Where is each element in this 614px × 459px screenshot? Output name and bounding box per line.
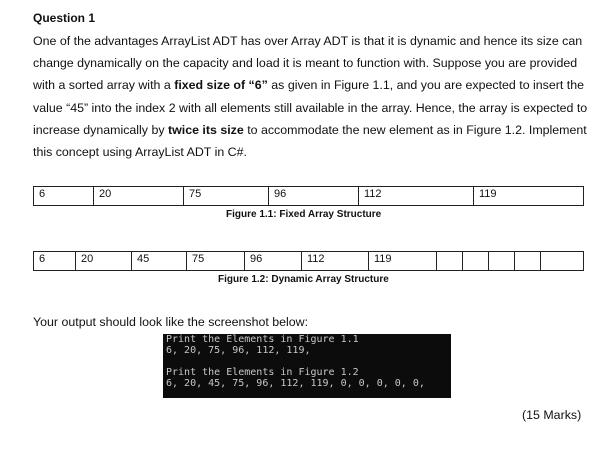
array-cell: 20 xyxy=(75,251,132,271)
question-paragraph: One of the advantages ArrayList ADT has … xyxy=(33,30,593,163)
array-cell xyxy=(462,251,489,271)
array-cell: 112 xyxy=(301,251,369,271)
figure-1-caption: Figure 1.1: Fixed Array Structure xyxy=(226,209,382,220)
array-cell: 119 xyxy=(473,186,584,206)
array-cell: 6 xyxy=(33,251,76,271)
console-line: 6, 20, 45, 75, 96, 112, 119, 0, 0, 0, 0,… xyxy=(166,378,425,389)
output-label: Your output should look like the screens… xyxy=(33,315,309,329)
question-title: Question 1 xyxy=(33,11,96,25)
console-line: Print the Elements in Figure 1.1 xyxy=(166,334,359,345)
marks-label: (15 Marks) xyxy=(522,408,582,422)
array-cell: 75 xyxy=(183,186,269,206)
array-cell: 96 xyxy=(268,186,359,206)
console-line: 6, 20, 75, 96, 112, 119, xyxy=(166,345,311,356)
array-cell: 119 xyxy=(368,251,437,271)
array-cell: 6 xyxy=(33,186,94,206)
dynamic-array-table: 6 20 45 75 96 112 119 xyxy=(33,251,584,271)
array-cell: 96 xyxy=(244,251,302,271)
array-cell xyxy=(488,251,515,271)
array-cell: 45 xyxy=(131,251,187,271)
array-cell xyxy=(540,251,584,271)
array-cell: 112 xyxy=(358,186,474,206)
fixed-array-table: 6 20 75 96 112 119 xyxy=(33,186,584,206)
console-blank-line xyxy=(166,356,451,367)
para-text-3: to accommodate the new element as in Fig… xyxy=(33,122,587,160)
array-cell xyxy=(514,251,541,271)
para-text-1: One of the advantages ArrayList ADT has … xyxy=(33,34,583,93)
para-text-2: as given in Figure 1.1, and you are expe… xyxy=(33,78,588,137)
array-cell: 75 xyxy=(186,251,245,271)
para-bold-twice-size: twice its size xyxy=(167,122,244,137)
array-cell: 20 xyxy=(93,186,184,206)
console-line: Print the Elements in Figure 1.2 xyxy=(166,367,359,378)
para-bold-fixed-size: fixed size of “6” xyxy=(174,78,268,93)
array-cell xyxy=(436,251,463,271)
figure-2-caption: Figure 1.2: Dynamic Array Structure xyxy=(218,274,389,285)
